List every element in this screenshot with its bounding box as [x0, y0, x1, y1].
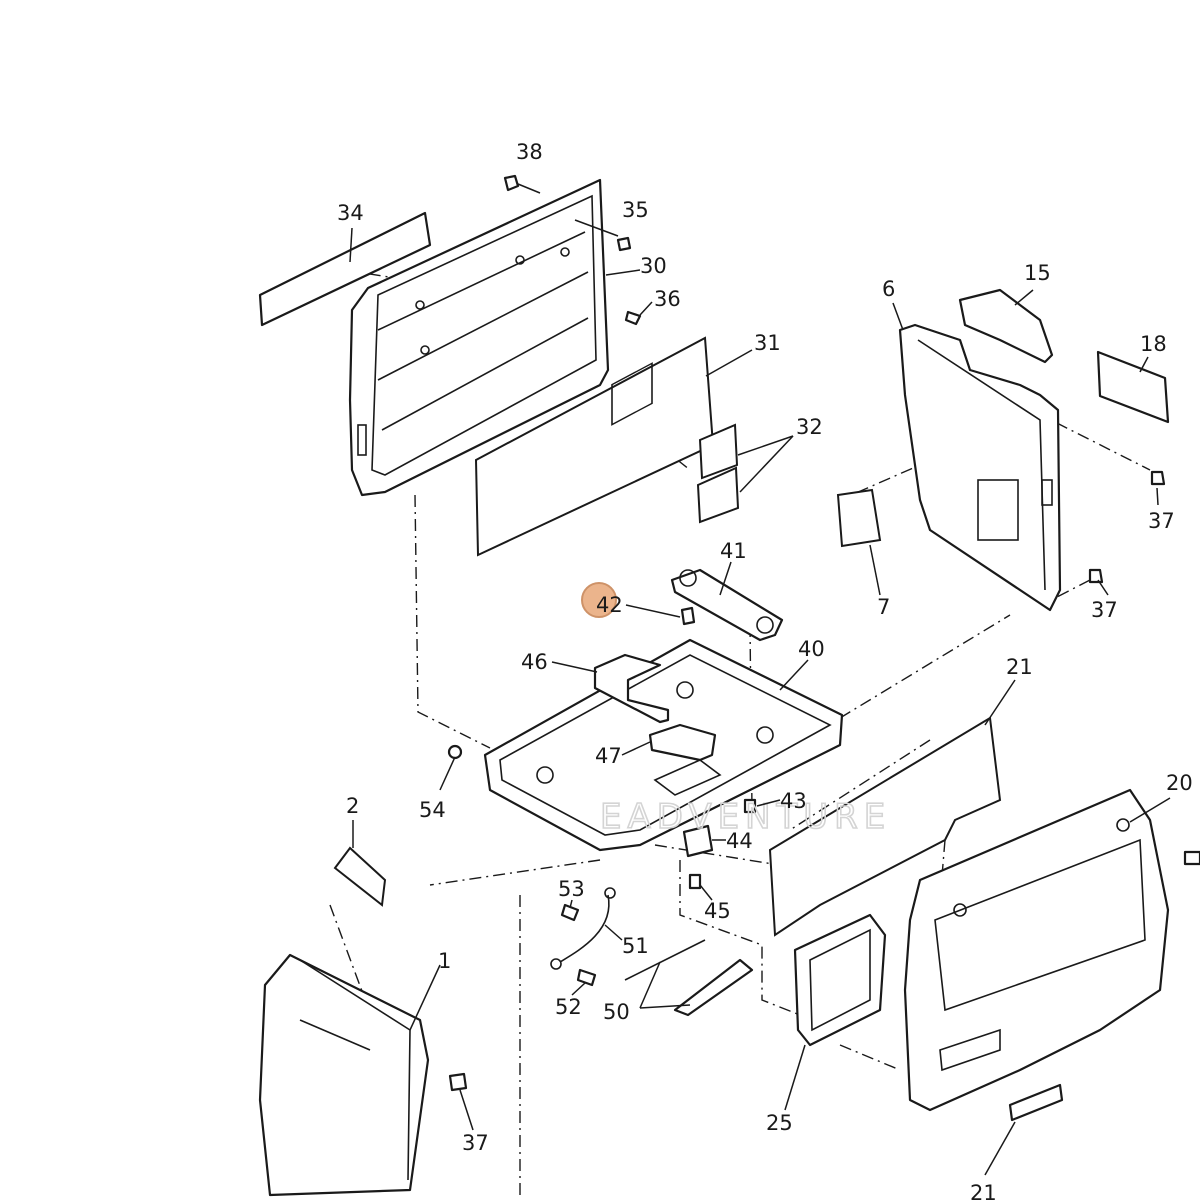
part-2-foam	[333, 846, 387, 907]
callout-21: 21	[1006, 655, 1033, 679]
watermark-text: EADVENTURE	[600, 797, 891, 837]
callout-45: 45	[704, 899, 731, 923]
part-35-screw	[616, 236, 632, 252]
part-20-side-cover	[903, 788, 1170, 1112]
callout-37-mid-right: 37	[1091, 598, 1118, 622]
part-30-front-frame	[348, 178, 610, 497]
part-21-lower-strip	[1008, 1083, 1064, 1122]
callout-42: 42	[596, 593, 623, 617]
callout-46: 46	[521, 650, 548, 674]
callout-highlight-circle	[581, 582, 617, 618]
part-41-bracket	[670, 568, 784, 642]
callout-40: 40	[798, 637, 825, 661]
part-1-rear-cover	[258, 953, 430, 1197]
callout-52: 52	[555, 995, 582, 1019]
callout-20: 20	[1166, 771, 1193, 795]
part-50-rod	[624, 939, 754, 1017]
callout-41: 41	[720, 539, 747, 563]
part-6-side-panel	[898, 288, 1062, 612]
callout-leader-lines	[349, 219, 1171, 1176]
part-18-label	[1096, 350, 1170, 424]
callout-38: 38	[516, 140, 543, 164]
part-36-screw	[624, 310, 642, 326]
part-7-foam	[836, 488, 882, 548]
part-42-bolt	[680, 606, 696, 626]
callout-25: 25	[766, 1111, 793, 1135]
part-47-foam	[648, 723, 717, 762]
callout-50: 50	[603, 1000, 630, 1024]
callout-31: 31	[754, 331, 781, 355]
part-21-foam-panel	[768, 716, 1002, 937]
callout-54: 54	[419, 798, 446, 822]
callout-32: 32	[796, 415, 823, 439]
callout-7: 7	[877, 595, 890, 619]
part-25-grommet	[793, 913, 887, 1047]
part-38-screw	[503, 174, 541, 194]
callout-51: 51	[622, 934, 649, 958]
small-fasteners	[447, 470, 1200, 1092]
part-46-handle-foam	[593, 653, 670, 724]
callout-labels: 38 34 35 30 36 31 32 15 6 18 37 7 41 42 …	[337, 140, 1193, 1200]
callout-2: 2	[346, 794, 359, 818]
part-32-foam-pads	[696, 423, 740, 524]
callout-1: 1	[438, 949, 451, 973]
callout-18: 18	[1140, 332, 1167, 356]
callout-35: 35	[622, 198, 649, 222]
callout-43: 43	[780, 789, 807, 813]
callout-30: 30	[640, 254, 667, 278]
callout-34: 34	[337, 201, 364, 225]
callout-37-right: 37	[1148, 509, 1175, 533]
callout-15: 15	[1024, 261, 1051, 285]
callout-6: 6	[882, 277, 895, 301]
callout-21-bottom: 21	[970, 1181, 997, 1200]
callout-37-lower-left: 37	[462, 1131, 489, 1155]
callout-44: 44	[726, 829, 753, 853]
part-51-cable	[550, 887, 616, 970]
callout-36: 36	[654, 287, 681, 311]
callout-47: 47	[595, 744, 622, 768]
part-34-label-plate	[258, 211, 432, 327]
callout-53: 53	[558, 877, 585, 901]
